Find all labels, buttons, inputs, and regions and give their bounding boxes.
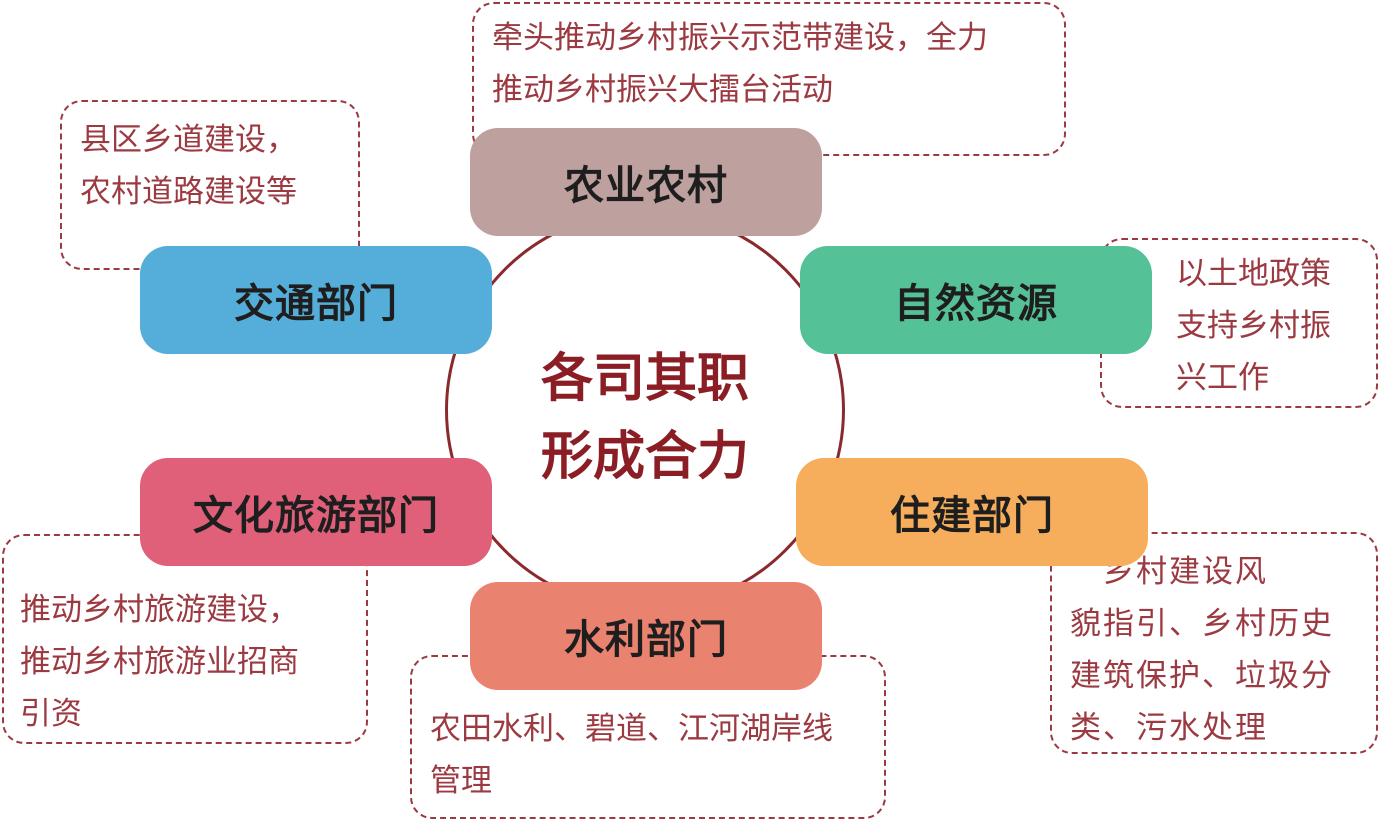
dept-culture-tourism: 文化旅游部门: [140, 458, 492, 566]
dept-agriculture: 农业农村: [470, 128, 822, 236]
dept-water: 水利部门: [470, 582, 822, 690]
dept-housing: 住建部门: [796, 458, 1148, 566]
dept-natural-resources: 自然资源: [800, 246, 1152, 354]
note-culture: 推动乡村旅游建设， 推动乡村旅游业招商 引资: [2, 534, 368, 744]
dept-transport: 交通部门: [140, 246, 492, 354]
note-transport: 县区乡道建设， 农村道路建设等: [60, 100, 360, 270]
center-title-line-2: 形成合力: [540, 427, 749, 487]
note-housing: 乡村建设风 貌指引、乡村历史 建筑保护、垃圾分 类、污水处理: [1050, 532, 1378, 754]
center-title-line-1: 各司其职: [540, 349, 749, 409]
center-title: 各司其职 形成合力: [445, 340, 845, 496]
note-resources: 以土地政策 支持乡村振 兴工作: [1100, 238, 1378, 408]
center-ring: [445, 210, 845, 610]
